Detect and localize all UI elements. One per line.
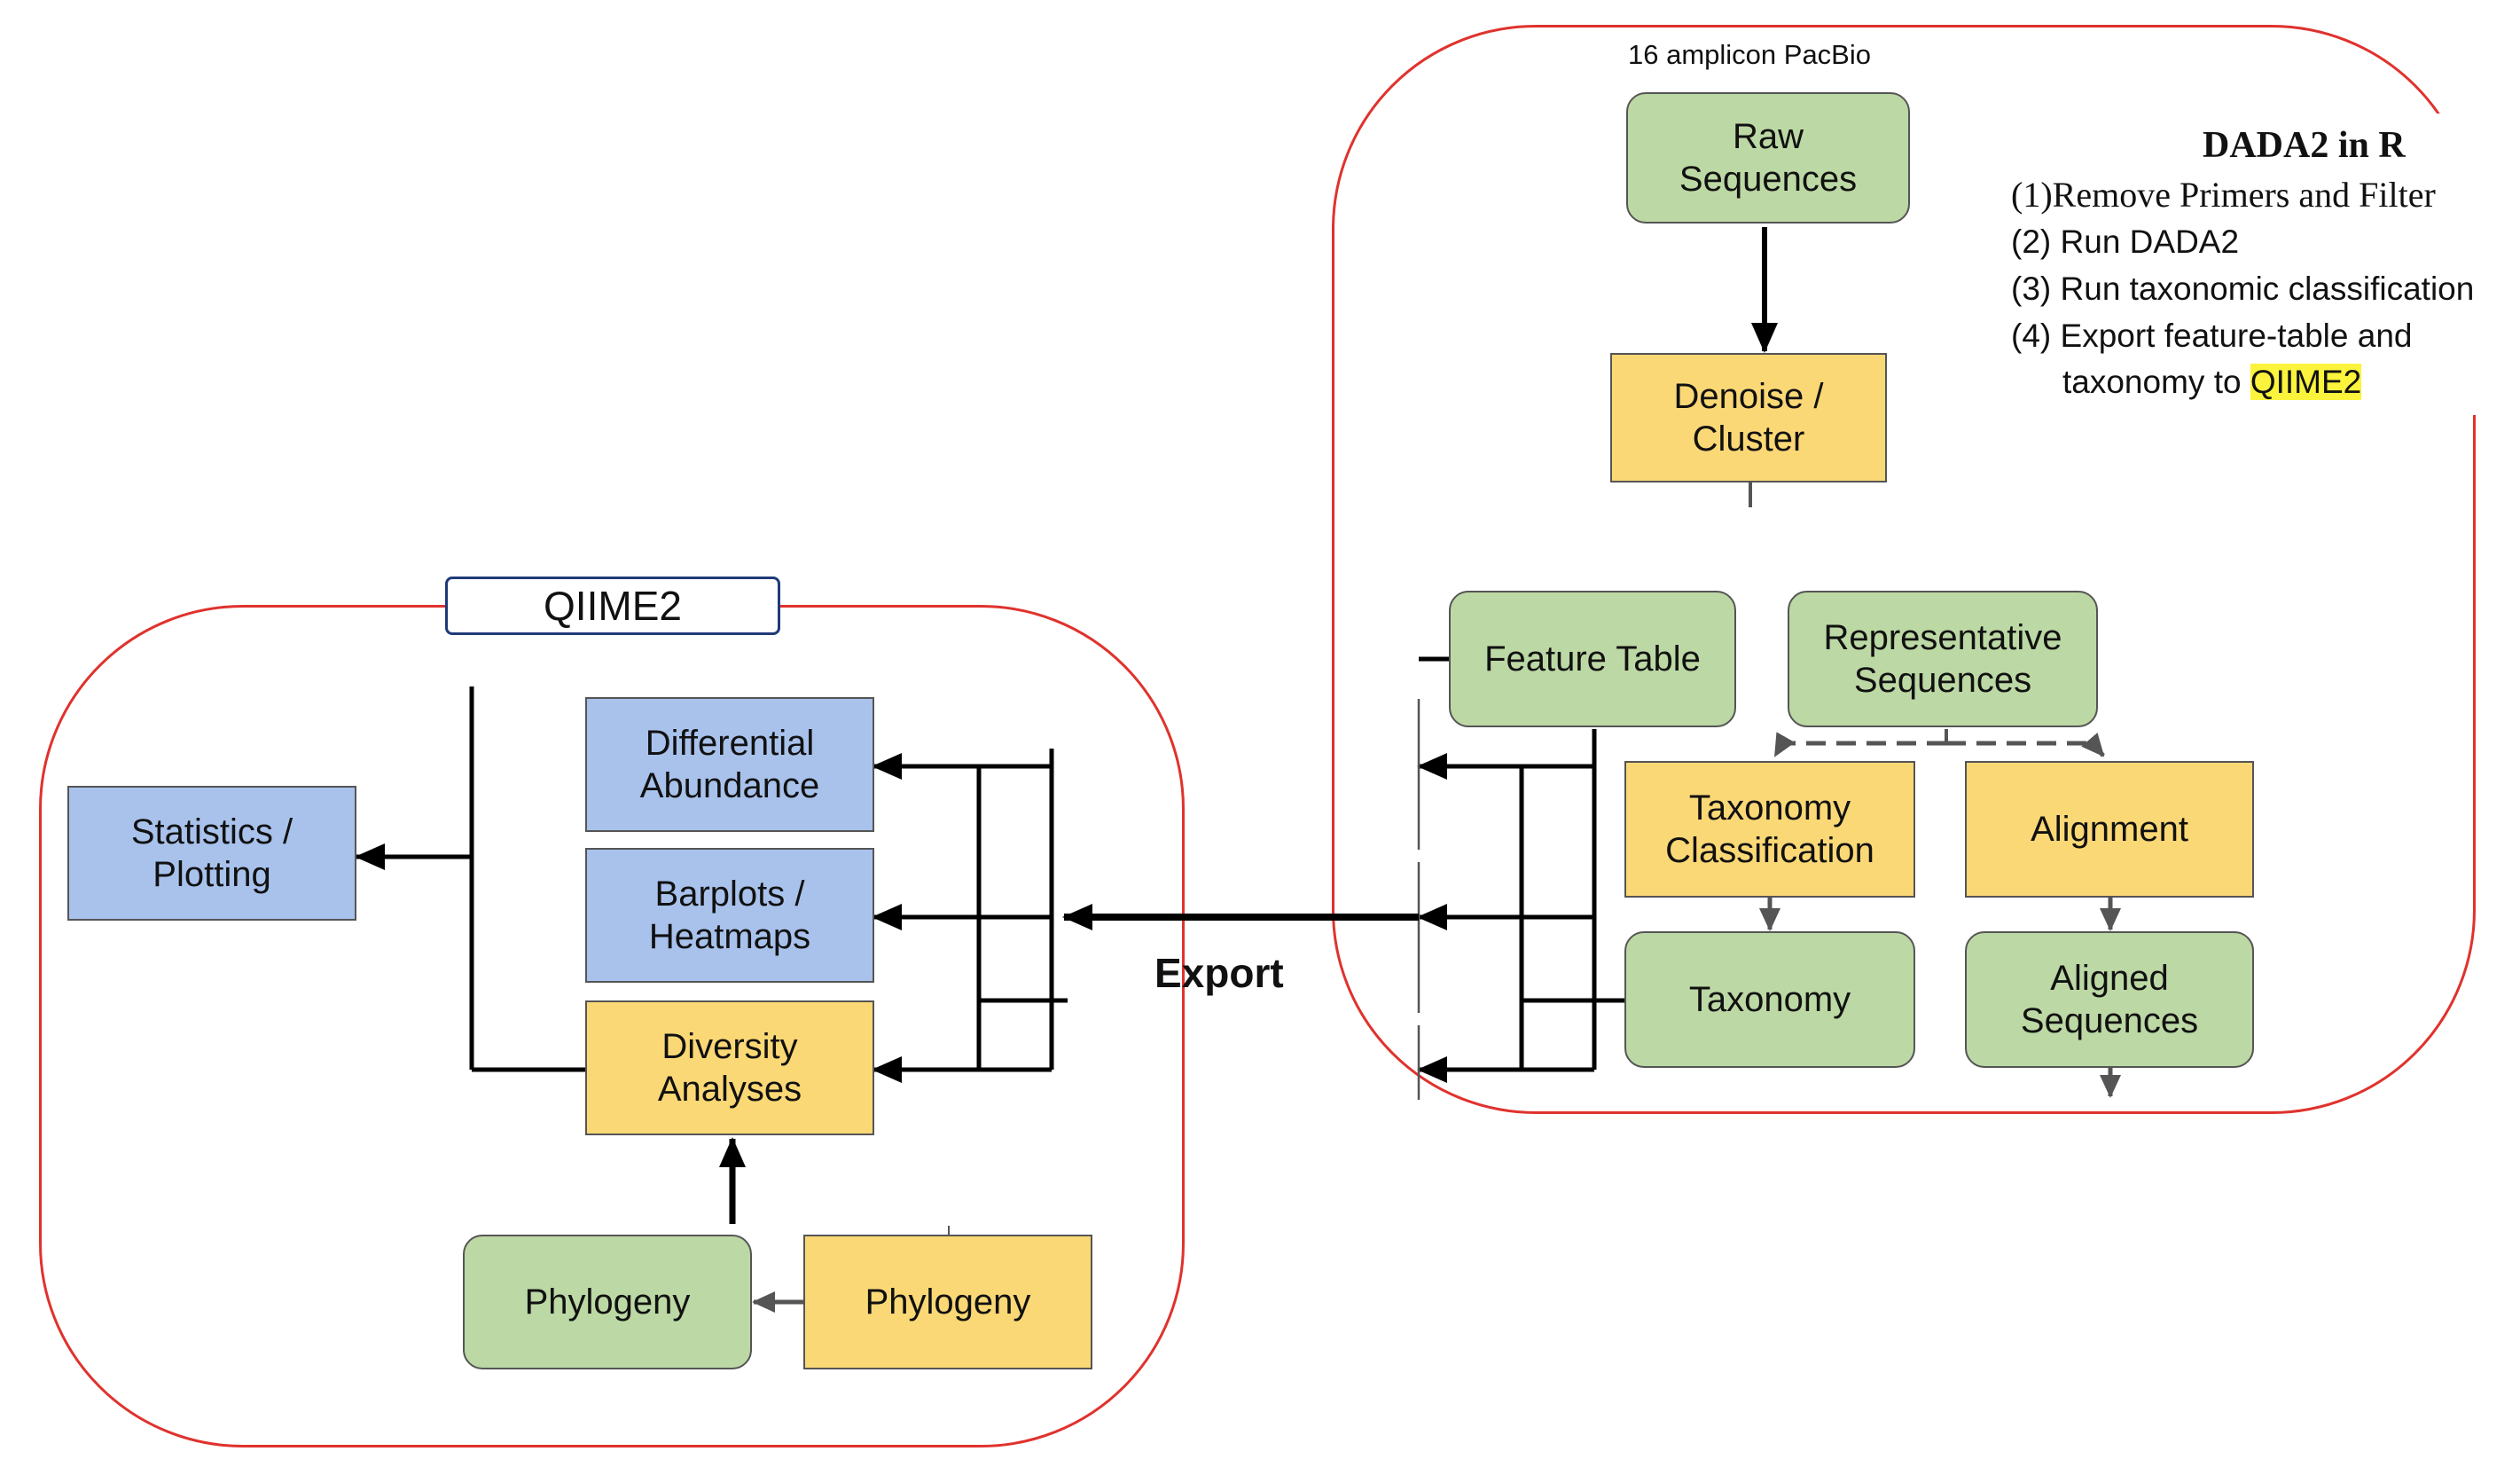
aligned-sequences-box: Aligned Sequences (1965, 931, 2254, 1068)
dada2-region (1332, 25, 2476, 1114)
representative-sequences-box: Representative Sequences (1788, 591, 2098, 727)
step-4-cont: taxonomy to (2062, 364, 2250, 400)
step-4-text: Export feature-table and (2060, 318, 2413, 354)
step-4-num: (4) (2011, 318, 2052, 354)
raw-sequences-box: Raw Sequences (1626, 92, 1910, 224)
qiime2-highlight: QIIME2 (2250, 364, 2362, 400)
step-2-num: (2) (2011, 224, 2052, 260)
platform-label: 16 amplicon PacBio (1628, 39, 1871, 70)
dada2-step-4-continued: taxonomy to QIIME2 (2062, 364, 2362, 401)
alignment-box: Alignment (1965, 761, 2254, 898)
phylogeny-green-box: Phylogeny (463, 1235, 752, 1369)
dada2-steps-panel (1982, 114, 2514, 415)
export-label: Export (1154, 950, 1284, 996)
diversity-analyses-box: Diversity Analyses (585, 1000, 874, 1135)
step-3-num: (3) (2011, 271, 2052, 307)
feature-table-box: Feature Table (1449, 591, 1736, 727)
denoise-cluster-box: Denoise / Cluster (1610, 353, 1887, 482)
step-1-num: (1) (2011, 175, 2053, 215)
step-3-text: Run taxonomic classification (2060, 271, 2475, 307)
dada2-step-4: (4) Export feature-table and (2011, 318, 2413, 355)
dada2-step-1: (1)Remove Primers and Filter (2011, 174, 2436, 216)
qiime2-title: QIIME2 (445, 577, 780, 635)
phylogeny-yellow-box: Phylogeny (803, 1235, 1092, 1369)
barplots-heatmaps-box: Barplots / Heatmaps (585, 848, 874, 983)
dashed-to-tax-class (1773, 732, 1946, 757)
differential-abundance-box: Differential Abundance (585, 697, 874, 832)
dada2-heading: DADA2 in R (2203, 125, 2406, 166)
step-2-text: Run DADA2 (2060, 224, 2240, 260)
taxonomy-classification-box: Taxonomy Classification (1624, 761, 1915, 898)
taxonomy-box: Taxonomy (1624, 931, 1915, 1068)
step-1-text: Remove Primers and Filter (2052, 175, 2436, 215)
dashed-to-alignment (1946, 732, 2105, 757)
dada2-step-2: (2) Run DADA2 (2011, 224, 2239, 261)
dada2-step-3: (3) Run taxonomic classification (2011, 271, 2474, 308)
statistics-plotting-box: Statistics / Plotting (67, 786, 356, 921)
